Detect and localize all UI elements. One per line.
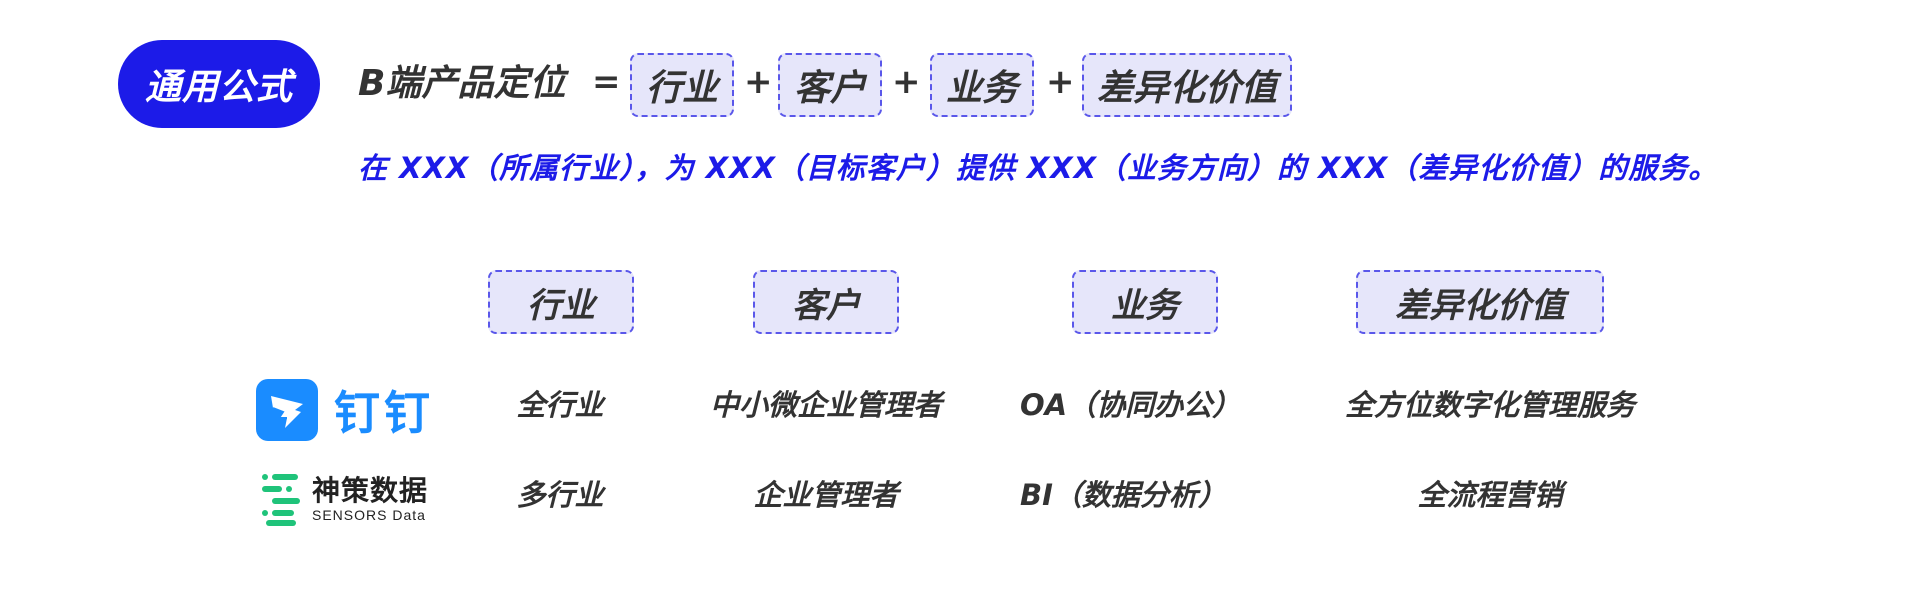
sensors-data-name-en: SENSORS Data (312, 507, 426, 523)
formula-term-industry: 行业 (630, 53, 734, 117)
formula-term-business: 业务 (930, 53, 1034, 117)
cell-business: OA（协同办公） (1020, 388, 1242, 422)
formula-definition: 在 XXX（所属行业），为 XXX（目标客户）提供 XXX（业务方向）的 XXX… (358, 151, 1719, 185)
cell-industry: 全行业 (516, 388, 604, 422)
cell-industry: 多行业 (516, 478, 604, 512)
cell-customer: 企业管理者 (753, 478, 899, 512)
cell-business: BI（数据分析） (1020, 478, 1227, 512)
sensors-data-logo: 神策数据 SENSORS Data (258, 470, 428, 528)
plus-sign: + (744, 62, 773, 102)
sensors-data-name: 神策数据 (312, 474, 429, 507)
column-header-differentiation: 差异化价值 (1356, 270, 1604, 334)
column-header-customer: 客户 (753, 270, 899, 334)
plus-sign: + (892, 62, 921, 102)
formula-badge: 通用公式 (118, 40, 320, 128)
column-header-business: 业务 (1072, 270, 1218, 334)
formula-term-customer: 客户 (778, 53, 882, 117)
dingtalk-logo: 钉钉 (256, 377, 434, 443)
equals-sign: = (592, 62, 621, 102)
formula-label: B端产品定位 (358, 63, 566, 104)
cell-differentiation: 全流程营销 (1417, 478, 1563, 512)
plus-sign: + (1046, 62, 1075, 102)
cell-differentiation: 全方位数字化管理服务 (1344, 388, 1635, 422)
column-header-industry: 行业 (488, 270, 634, 334)
formula-term-differentiation: 差异化价值 (1082, 53, 1292, 117)
cell-customer: 中小微企业管理者 (709, 388, 942, 422)
dingtalk-icon (256, 379, 318, 441)
dingtalk-name: 钉钉 (334, 386, 434, 440)
sensors-data-icon (262, 474, 300, 526)
